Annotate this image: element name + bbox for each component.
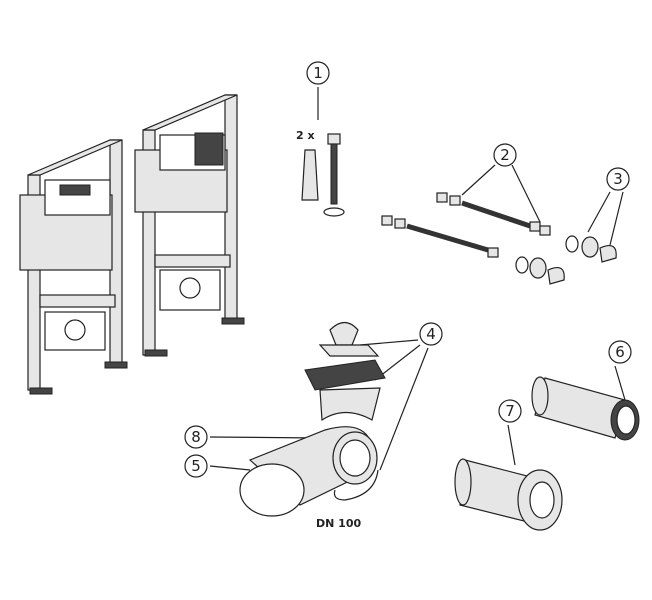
- quantity-label: 2 x: [296, 129, 315, 142]
- svg-text:2: 2: [500, 146, 510, 164]
- svg-text:1: 1: [313, 64, 323, 82]
- callout-6: 6: [608, 340, 632, 364]
- callout-8: 8: [184, 425, 208, 449]
- svg-text:8: 8: [191, 428, 201, 446]
- svg-text:7: 7: [505, 402, 515, 420]
- svg-text:4: 4: [426, 325, 436, 343]
- pipe-size-label: DN 100: [316, 517, 361, 530]
- part-4-pipe-clamps: [304, 321, 429, 501]
- part-2-threaded-rods: [381, 164, 551, 258]
- installation-frame-left: [19, 139, 128, 395]
- callout-1: 1: [306, 61, 330, 85]
- callout-7: 7: [498, 399, 522, 423]
- callout-5: 5: [184, 454, 208, 478]
- svg-text:5: 5: [191, 457, 201, 475]
- installation-frame-right: [134, 94, 245, 357]
- callout-3: 3: [606, 167, 630, 191]
- callout-2: 2: [493, 143, 517, 167]
- part-1-anchor-bolts: 2 x: [296, 87, 345, 217]
- part-3-cover-caps: [515, 191, 624, 285]
- part-7-connector-pipe: [454, 424, 563, 531]
- svg-text:6: 6: [615, 343, 625, 361]
- svg-text:3: 3: [613, 170, 623, 188]
- part-6-connector-pipe: [531, 365, 640, 441]
- callout-4: 4: [419, 322, 443, 346]
- part-5-pipe-elbow: DN 100: [209, 426, 378, 530]
